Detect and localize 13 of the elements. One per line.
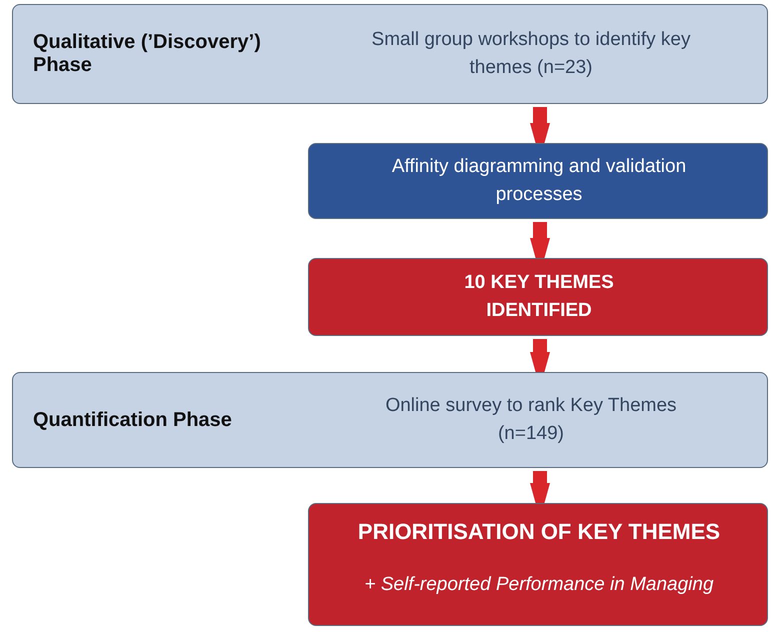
box-text: 10 KEY THEMES IDENTIFIED — [463, 270, 615, 323]
phase-title: Qualitative (’Discovery’) Phase — [33, 30, 262, 78]
phase-description: Small group workshops to identify key themes (n=23) — [370, 28, 692, 80]
box-heading: PRIORITISATION OF KEY THEMES — [356, 518, 722, 546]
box-subtext: + Self-reported Performance in Managing — [363, 572, 715, 597]
result-box — [308, 258, 768, 336]
process-box — [308, 143, 768, 219]
result-box — [308, 503, 768, 626]
phase-description: Online survey to rank Key Themes (n=149) — [384, 394, 678, 446]
phase-box — [12, 4, 768, 104]
phase-title: Quantification Phase — [33, 408, 233, 432]
box-text: Affinity diagramming and validation processes — [390, 154, 688, 207]
phase-box — [12, 372, 768, 468]
